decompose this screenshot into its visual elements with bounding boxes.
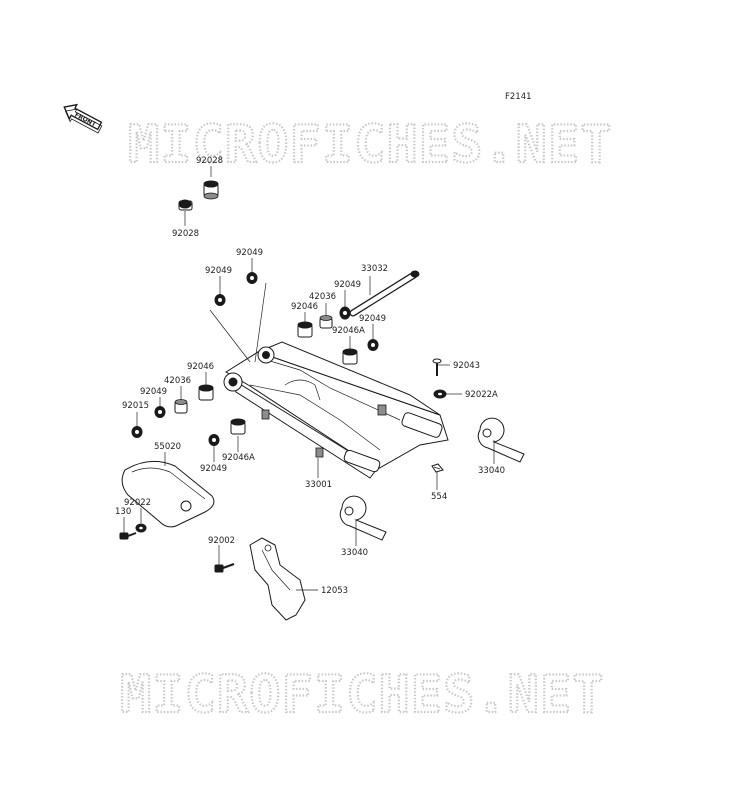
label-33001: 33001: [305, 480, 332, 490]
label-92028-lower: 92028: [172, 229, 199, 239]
label-92049-left: 92049: [140, 387, 167, 397]
pin-92043: [432, 358, 442, 376]
label-12053: 12053: [321, 586, 348, 596]
label-92049-right-mid: 92049: [359, 314, 386, 324]
label-92028-upper: 92028: [196, 156, 223, 166]
label-92046A-left: 92046A: [222, 453, 255, 463]
label-33040-right: 33040: [478, 466, 505, 476]
label-42036-right: 42036: [309, 292, 336, 302]
sleeve-42036-right: [319, 315, 333, 329]
collar-92049-right-top: [339, 306, 351, 320]
sleeve-42036-left: [174, 399, 188, 414]
collar-92015: [131, 426, 143, 438]
bushing-92046-left: [198, 384, 214, 401]
bolt-92002: [214, 563, 235, 573]
label-92015: 92015: [122, 401, 149, 411]
label-42036-left: 42036: [164, 376, 191, 386]
watermark-bottom: MICROFICHES.NET: [120, 665, 605, 725]
label-92046A-right: 92046A: [332, 326, 365, 336]
swingarm-33001: [223, 341, 449, 479]
figure-code: F2141: [505, 92, 532, 102]
label-33032: 33032: [361, 264, 388, 274]
chain-cover-12053: [249, 537, 306, 621]
bushing-92046A-right: [342, 348, 358, 365]
label-92049-lower: 92049: [200, 464, 227, 474]
label-92049-upper: 92049: [205, 266, 232, 276]
label-92046-right: 92046: [291, 302, 318, 312]
label-92022: 92022: [124, 498, 151, 508]
label-55020: 55020: [154, 442, 181, 452]
label-92022A: 92022A: [465, 390, 498, 400]
collar-92049-upper-a: [246, 272, 258, 284]
pivot-shaft-33032: [349, 270, 420, 317]
bushing-92028-upper: [203, 180, 219, 200]
washer-92022A: [433, 389, 447, 399]
chain-adjuster-33040-right: [477, 417, 525, 463]
clip-554: [431, 463, 444, 473]
collar-92049-left: [154, 406, 166, 418]
label-92049-top: 92049: [236, 248, 263, 258]
chain-adjuster-33040-left: [339, 495, 387, 541]
front-arrow-icon: FRONT: [63, 103, 103, 134]
collar-92049-upper-b: [214, 294, 226, 306]
collar-92049-lower: [208, 434, 220, 446]
bushing-92046-right: [297, 321, 313, 338]
leader-lines: [123, 166, 495, 591]
bushing-92046A-left: [230, 418, 246, 435]
label-554: 554: [431, 492, 447, 502]
label-130: 130: [115, 507, 131, 517]
label-92046-left: 92046: [187, 362, 214, 372]
label-92043: 92043: [453, 361, 480, 371]
label-33040-left: 33040: [341, 548, 368, 558]
watermark-top: MICROFICHES.NET: [128, 115, 613, 175]
chain-guide-55020: [121, 460, 215, 528]
collar-92049-right-mid: [367, 339, 379, 351]
label-92049-right: 92049: [334, 280, 361, 290]
bushing-92028-lower: [178, 199, 193, 211]
bolt-130: [119, 532, 137, 540]
label-92002: 92002: [208, 536, 235, 546]
washer-92022: [135, 523, 147, 533]
